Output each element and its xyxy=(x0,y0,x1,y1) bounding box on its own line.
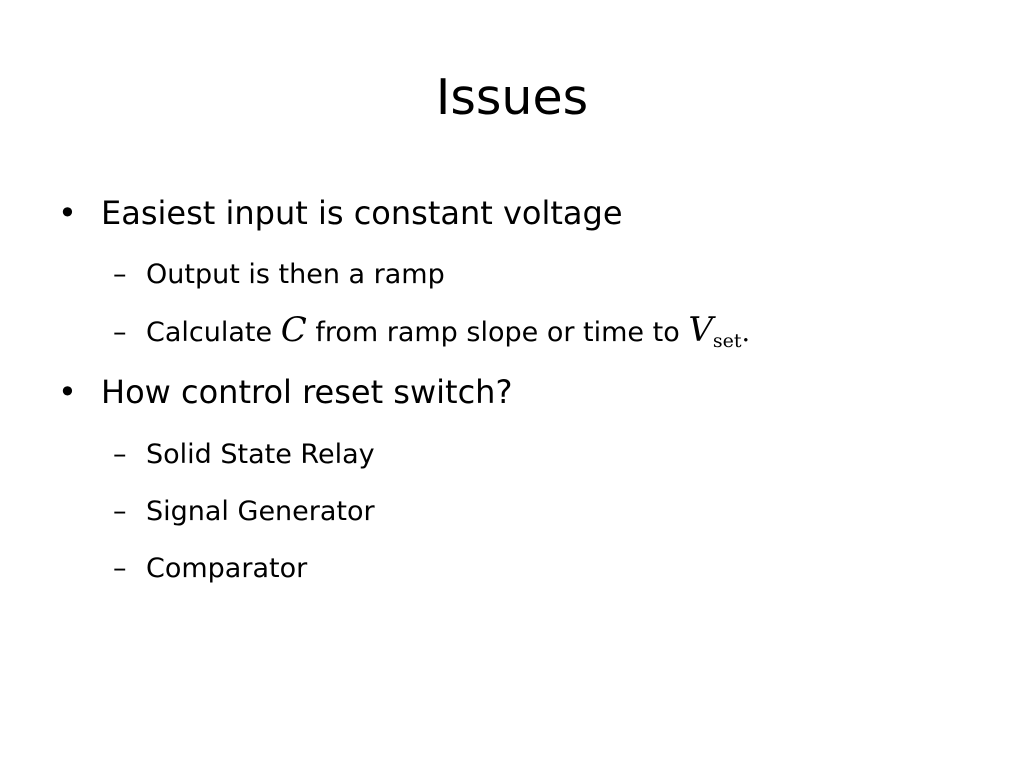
slide-title: Issues xyxy=(435,69,589,126)
sub-bullet-item: –Solid State Relay xyxy=(113,435,375,475)
sub-bullet-item: –Signal Generator xyxy=(113,492,375,532)
sub-bullet-text-prefix: Calculate xyxy=(146,317,273,348)
sub-bullet-text-middle: from ramp slope or time to xyxy=(315,317,680,348)
bullet-item: • Easiest input is constant voltage xyxy=(58,193,623,233)
dash-glyph: – xyxy=(113,553,127,584)
sub-bullet-item: –Calculate C from ramp slope or time to … xyxy=(113,310,750,361)
sub-bullet-text: Signal Generator xyxy=(146,496,375,527)
sub-bullet-text: Comparator xyxy=(146,553,308,584)
sub-bullet-text: Output is then a ramp xyxy=(146,259,445,290)
bullet-item: • How control reset switch? xyxy=(58,372,512,412)
sub-bullet-period: . xyxy=(741,317,751,348)
sub-bullet-text: Solid State Relay xyxy=(146,439,375,470)
bullet-glyph: • xyxy=(58,194,77,232)
dash-glyph: – xyxy=(113,259,127,290)
bullet-glyph: • xyxy=(58,373,77,411)
math-variable-c: C xyxy=(280,310,307,350)
bullet-text: How control reset switch? xyxy=(101,373,513,411)
dash-glyph: – xyxy=(113,496,127,527)
bullet-text: Easiest input is constant voltage xyxy=(101,194,623,232)
math-subscript-set: set xyxy=(712,330,742,352)
sub-bullet-item: –Comparator xyxy=(113,549,307,589)
dash-glyph: – xyxy=(113,439,127,470)
sub-bullet-item: –Output is then a ramp xyxy=(113,255,445,295)
math-variable-v: V xyxy=(688,310,713,350)
dash-glyph: – xyxy=(113,317,127,348)
